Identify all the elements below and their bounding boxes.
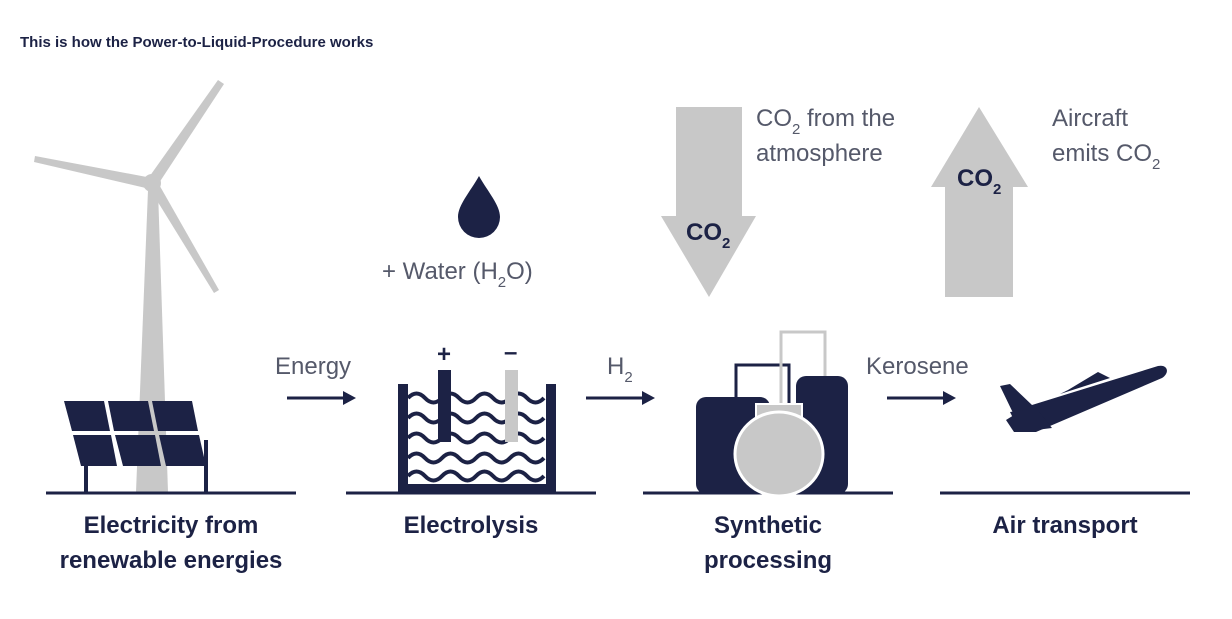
co2-atmosphere-line1: CO2 from the — [756, 105, 895, 138]
co2-down-arrow — [661, 107, 756, 297]
stage-label-renewables-line2: renewable energies — [60, 547, 283, 574]
stage-label-synthetic-line2: processing — [704, 547, 832, 574]
diagram-title: This is how the Power-to-Liquid-Procedur… — [20, 34, 374, 51]
anode-electrode — [438, 370, 451, 442]
h2-label: H2 — [607, 353, 633, 386]
co2-up-arrow — [931, 107, 1028, 297]
airplane-icon — [1000, 365, 1167, 432]
electrode-plus: + — [437, 341, 451, 368]
kerosene-arrow — [887, 391, 956, 405]
solar-panel-icon — [64, 401, 208, 493]
electrode-minus: – — [504, 339, 517, 366]
cathode-electrode — [505, 370, 518, 442]
stage-label-renewables-line1: Electricity from — [84, 512, 259, 539]
electrolysis-tank-icon — [398, 370, 556, 494]
processing-plant-icon — [696, 330, 848, 498]
water-label: + Water (H2O) — [382, 258, 533, 291]
co2-atmosphere-line2: atmosphere — [756, 140, 883, 167]
stage-label-electrolysis: Electrolysis — [404, 512, 539, 539]
stage-label-synthetic-line1: Synthetic — [714, 512, 822, 539]
co2-down-arrow-label: CO2 — [686, 219, 730, 252]
h2-arrow — [586, 391, 655, 405]
water-drop-icon — [458, 176, 500, 238]
aircraft-emits-line1: Aircraft — [1052, 105, 1128, 132]
energy-label: Energy — [275, 353, 351, 380]
co2-up-arrow-label: CO2 — [957, 165, 1001, 198]
energy-arrow — [287, 391, 356, 405]
kerosene-label: Kerosene — [866, 353, 969, 380]
aircraft-emits-line2: emits CO2 — [1052, 140, 1160, 173]
stage-label-air-transport: Air transport — [992, 512, 1137, 539]
